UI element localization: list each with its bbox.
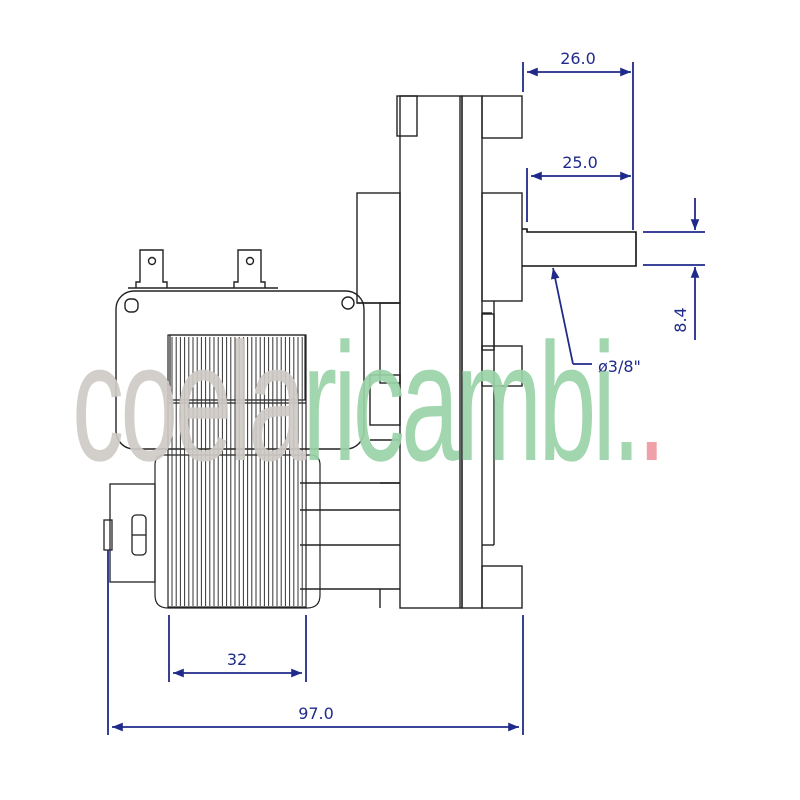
dim-shaft-total-label: 26.0 (560, 49, 596, 68)
coil-fins (171, 337, 303, 606)
gearbox (300, 95, 523, 609)
dimension-lines (107, 62, 705, 735)
motor-coil (154, 334, 321, 609)
dim-shaft-length-label: 25.0 (562, 153, 598, 172)
dim-overall-width-label: 97.0 (298, 704, 334, 723)
output-shaft (522, 228, 637, 267)
dim-coil-width-label: 32 (227, 650, 247, 669)
dim-shaft-height-label: 8.4 (671, 307, 690, 332)
dim-shaft-diameter-label: ø3/8" (598, 357, 641, 376)
terminal-box (115, 249, 365, 450)
mounting-bracket (103, 483, 156, 583)
